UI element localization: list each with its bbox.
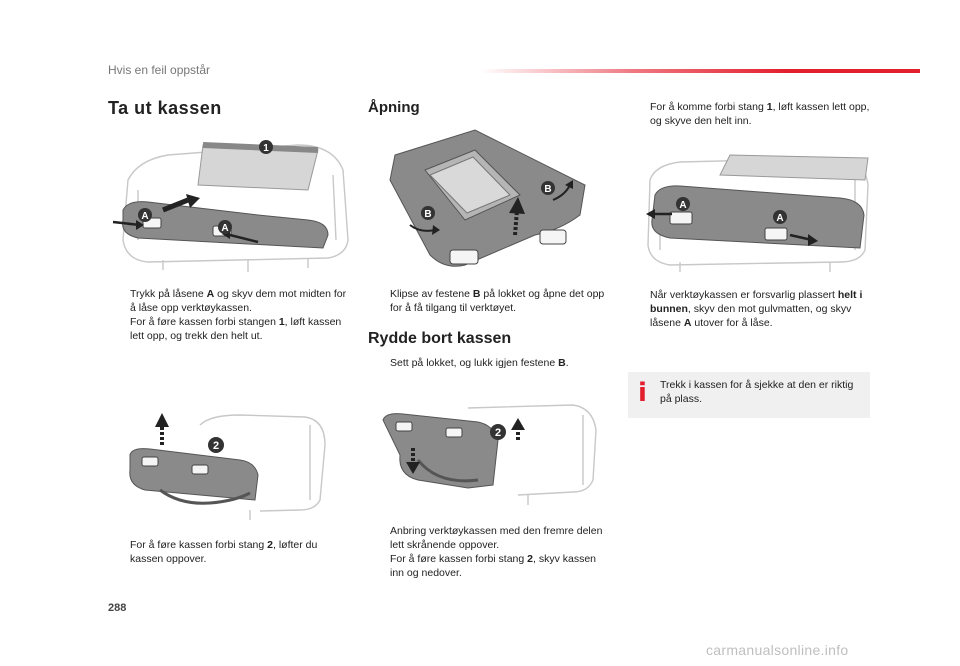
bullet-item: Sett på lokket, og lukk igjen festene B. <box>390 357 569 369</box>
bullet-item: For å føre kassen forbi stang 2, løfter … <box>130 539 318 565</box>
bullet-item: Klipse av festene B på lokket og åpne de… <box>390 288 605 314</box>
bullet-item: Når verktøykassen er forsvarlig plassert… <box>650 289 863 329</box>
bullets-rydde-b: Anbring verktøykassen med den fremre del… <box>368 524 608 580</box>
label-a: A <box>141 211 148 222</box>
heading-ta-ut-kassen: Ta ut kassen <box>108 98 222 118</box>
bullet-item: Trykk på låsene A og skyv dem mot midten… <box>130 288 347 314</box>
watermark-text: carmanualsonline.info <box>706 642 849 658</box>
info-box: i Trekk i kassen for å sjekke at den er … <box>628 372 870 418</box>
illustration-lift-box: 2 <box>129 413 326 520</box>
label-2: 2 <box>213 440 219 452</box>
bullets-col3-a: For å komme forbi stang 1, løft kassen l… <box>628 100 870 128</box>
label-2: 2 <box>495 427 501 439</box>
illustration-stow-box: 2 <box>382 404 597 505</box>
label-b: B <box>544 184 551 195</box>
bullets-rydde-a: Sett på lokket, og lukk igjen festene B. <box>368 356 608 370</box>
bullets-ta-ut-b: For å føre kassen forbi stang 2, løfter … <box>108 538 353 566</box>
bullet-item: Anbring verktøykassen med den fremre del… <box>390 525 603 551</box>
heading-rydde-bort: Rydde bort kassen <box>368 330 512 347</box>
illustration-open-lid: B B <box>389 129 586 267</box>
page-number: 288 <box>108 602 127 614</box>
label-a: A <box>776 213 783 224</box>
label-1: 1 <box>263 143 269 154</box>
section-header: Hvis en feil oppstår <box>108 63 211 77</box>
bullets-ta-ut-a: Trykk på låsene A og skyv dem mot midten… <box>108 287 353 343</box>
info-icon: i <box>638 378 647 408</box>
info-text: Trekk i kassen for å sjekke at den er ri… <box>660 379 854 405</box>
bullets-col3-b: Når verktøykassen er forsvarlig plassert… <box>628 288 870 330</box>
bullet-item: For å komme forbi stang 1, løft kassen l… <box>650 101 870 127</box>
illustration-push-box: A A <box>646 154 869 272</box>
bullets-apning: Klipse av festene B på lokket og åpne de… <box>368 287 608 315</box>
header-rule <box>480 69 920 73</box>
illustration-remove-box: A A 1 <box>112 140 349 272</box>
label-b: B <box>424 209 431 220</box>
heading-apning: Åpning <box>368 99 420 116</box>
bullet-item: For å føre kassen forbi stangen 1, løft … <box>130 316 342 342</box>
bullet-item: For å føre kassen forbi stang 2, skyv ka… <box>390 553 597 579</box>
label-a: A <box>221 223 228 234</box>
label-a: A <box>679 200 686 211</box>
